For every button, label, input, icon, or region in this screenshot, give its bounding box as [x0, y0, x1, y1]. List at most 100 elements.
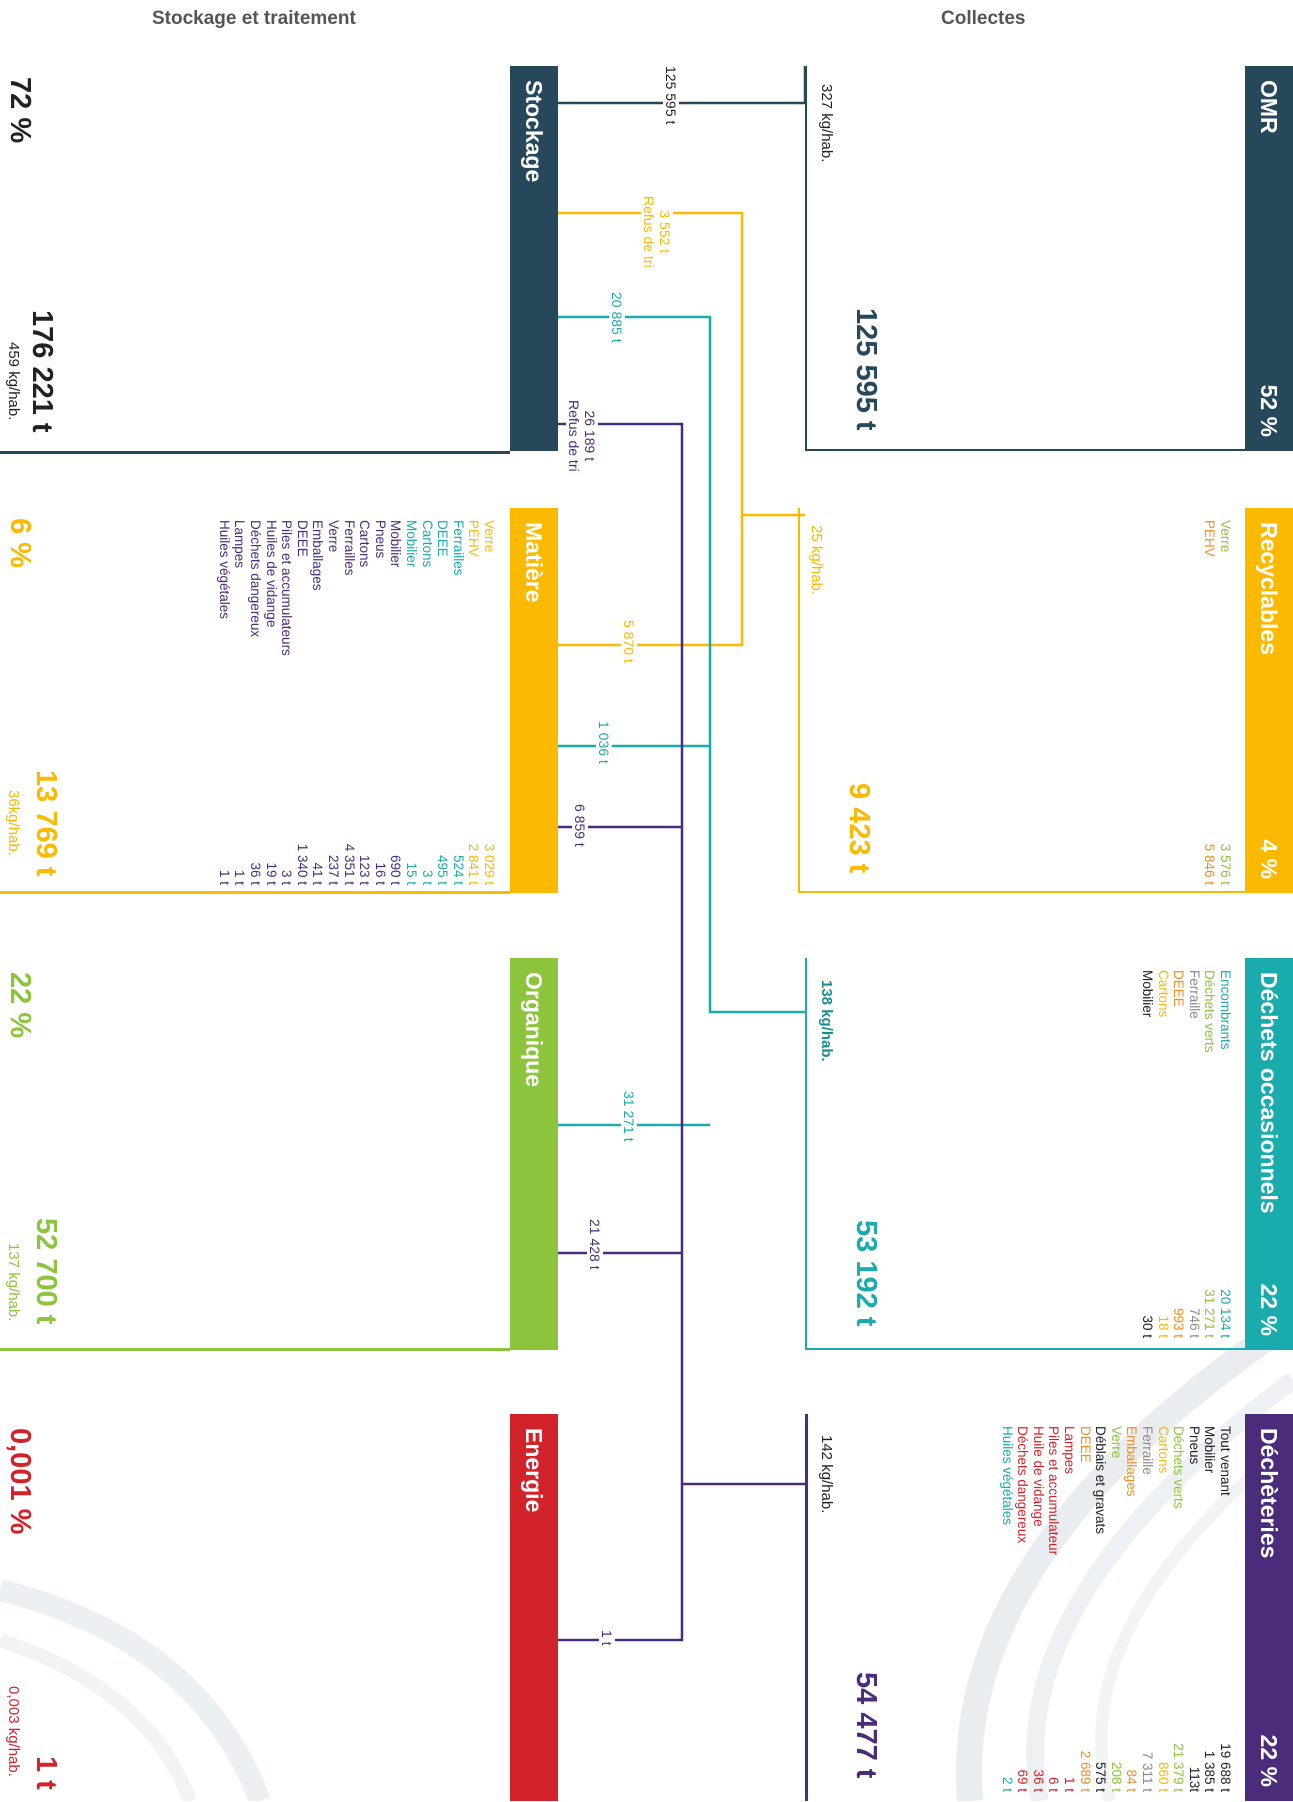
stockage-title: Stockage [521, 80, 548, 183]
matiere-item-label: Mobilier [388, 520, 404, 568]
recyclables-item-value: 3 576 t [1218, 843, 1233, 885]
decorative-swoosh [955, 1309, 1293, 1801]
decheteries-item-value: 21 379 t [1171, 1743, 1187, 1792]
matiere-item-value: 3 029 t [482, 843, 497, 885]
decheteries-item-label: Ferraille [1140, 1426, 1156, 1475]
header-stockage-traitement: Stockage et traitement [152, 8, 356, 29]
decheteries-item-value: 2 t [999, 1776, 1015, 1792]
energie-per-hab: 0,003 kg/hab. [5, 1686, 22, 1777]
flow-label-decheteries-energie: 1 t [599, 1626, 615, 1650]
recyclables-total: 9 423 t [843, 783, 875, 874]
flow-label-decheteries-stockage: 26 189 t Refus de tri [566, 396, 598, 476]
occasionnels-item-label: Encombrants [1218, 970, 1233, 1050]
energie-percent: 0,001 % [4, 1428, 36, 1535]
matiere-title: Matière [521, 522, 548, 603]
matiere-total: 13 769 t [30, 770, 62, 877]
decheteries-item-values: 19 688 t 1 385 t 113t 21 379 t 860 t 7 3… [999, 1717, 1233, 1792]
matiere-item-label: Pneus [372, 520, 388, 559]
decheteries-item-value: 36 t [1030, 1769, 1046, 1792]
matiere-per-hab: 36kg/hab. [5, 790, 22, 856]
flow-value-refus-recyclables: 3 552 t [657, 210, 673, 254]
decheteries-item-value: 6 t [1046, 1776, 1062, 1792]
matiere-band [510, 508, 558, 893]
decheteries-item-value: 19 688 t [1218, 1743, 1233, 1792]
matiere-item-label: Piles et accumulateurs [279, 520, 295, 656]
matiere-item-label: Cartons [419, 520, 435, 568]
decheteries-item-value: 860 t [1155, 1761, 1171, 1792]
recyclables-item-label: PEHV [1202, 520, 1218, 557]
occasionnels-box [805, 958, 1245, 1350]
decheteries-band [1245, 1414, 1293, 1801]
occasionnels-percent: 22 % [1256, 1283, 1283, 1336]
stockage-per-hab: 459 kg/hab. [5, 342, 22, 421]
flow-label-decheteries-organique: 21 428 t [587, 1215, 603, 1274]
decheteries-item-value: 2 689 t [1077, 1750, 1093, 1792]
occasionnels-item-value: 30 t [1140, 1315, 1156, 1338]
occasionnels-item-label: Cartons [1155, 970, 1171, 1018]
decheteries-item-label: Déblais et gravats [1093, 1426, 1109, 1535]
decheteries-item-value: 1 385 t [1202, 1750, 1218, 1792]
occasionnels-item-label: Mobilier [1140, 970, 1156, 1018]
flow-note-decheteries-stockage: Refus de tri [566, 400, 582, 472]
stockage-percent: 72 % [4, 77, 36, 144]
decheteries-item-label: Verre [1108, 1426, 1124, 1459]
decheteries-title: Déchèteries [1256, 1428, 1283, 1559]
flow-label-omr-stockage: 125 595 t [663, 62, 679, 129]
energie-header: Energie [510, 1414, 558, 1801]
decheteries-item-value: 575 t [1093, 1761, 1109, 1792]
matiere-item-value: 4 351 t [341, 843, 357, 885]
decheteries-item-label: Piles et accumulateur [1046, 1426, 1062, 1556]
flow-label-occasionnels-stockage: 20 885 t [609, 288, 625, 347]
matiere-item-value: 36 t [248, 862, 264, 885]
omr-header: OMR 52 % [1245, 66, 1293, 451]
matiere-item-label: Huiles végétales [216, 520, 232, 620]
decheteries-item-label: Lampes [1062, 1426, 1078, 1475]
matiere-item-label: Ferrailles [450, 520, 466, 576]
decheteries-item-label: Déchets verts [1171, 1426, 1187, 1509]
decheteries-percent: 22 % [1256, 1734, 1283, 1787]
omr-band [1245, 66, 1293, 451]
stockage-band [510, 66, 558, 451]
matiere-item-value: 123 t [357, 854, 373, 885]
matiere-header: Matière [510, 508, 558, 893]
matiere-item-label: Lampes [232, 520, 248, 569]
flow-value-decheteries-stockage: 26 189 t [582, 410, 598, 462]
occasionnels-item-labels: Encombrants Déchets verts Ferraille DEEE… [1139, 970, 1233, 1110]
decheteries-item-labels: Tout venant Mobilier Pneus Déchets verts… [999, 1426, 1233, 1586]
decheteries-box-edge [805, 1414, 808, 1801]
flow-label-occasionnels-organique: 31 271 t [621, 1087, 637, 1146]
matiere-item-label: PEHV [466, 520, 482, 557]
decheteries-item-value: 208 t [1108, 1761, 1124, 1792]
energie-total: 1 t [30, 1756, 62, 1790]
matiere-item-label: Verre [482, 520, 497, 553]
matiere-item-value: 1 t [232, 869, 248, 885]
decheteries-item-label: Pneus [1186, 1426, 1202, 1465]
energie-title: Energie [521, 1428, 548, 1513]
stockage-header: Stockage [510, 66, 558, 451]
matiere-item-label: Déchets dangereux [248, 520, 264, 638]
header-collectes: Collectes [941, 8, 1026, 29]
occasionnels-title: Déchets occasionnels [1256, 972, 1283, 1214]
matiere-item-value: 19 t [263, 862, 279, 885]
omr-percent: 52 % [1256, 384, 1283, 437]
occasionnels-header: Déchets occasionnels 22 % [1245, 958, 1293, 1350]
occasionnels-item-value: 31 271 t [1202, 1289, 1218, 1338]
occasionnels-item-label: Déchets verts [1202, 970, 1218, 1053]
recyclables-item-labels: Verre PEHV [1202, 520, 1233, 620]
matiere-item-value: 2 841 t [466, 843, 482, 885]
occasionnels-band [1245, 958, 1293, 1350]
decheteries-total: 54 477 t [850, 1672, 882, 1779]
matiere-item-label: Mobilier [404, 520, 420, 568]
decheteries-item-label: DEEE [1077, 1426, 1093, 1463]
organique-header: Organique [510, 958, 558, 1350]
recyclables-title: Recyclables [1256, 522, 1283, 655]
flow-decheteries-stockage [540, 422, 805, 1486]
decheteries-item-label: Mobilier [1202, 1426, 1218, 1474]
recyclables-per-hab: 25 kg/hab. [808, 525, 825, 596]
decheteries-item-value: 84 t [1124, 1769, 1140, 1792]
organique-total: 52 700 t [30, 1218, 62, 1325]
matiere-box-bottom [0, 891, 510, 894]
matiere-item-label: Ferrailles [341, 520, 357, 576]
flow-label-occasionnels-matiere: 1 036 t [596, 717, 612, 768]
occasionnels-item-label: Ferraille [1186, 970, 1202, 1019]
